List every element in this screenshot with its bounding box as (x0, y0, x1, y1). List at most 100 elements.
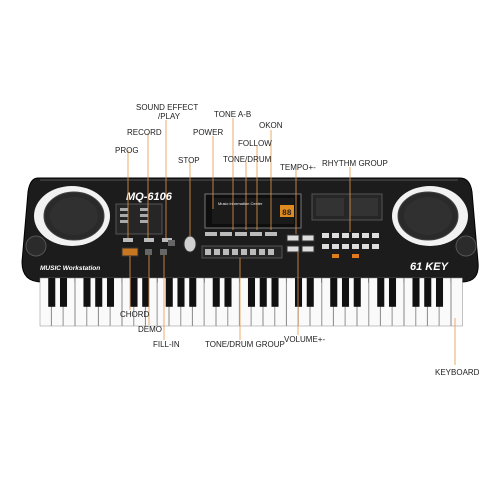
tempo-button[interactable] (301, 234, 315, 242)
tone-drum-button[interactable] (235, 232, 247, 236)
rhythm-button[interactable] (322, 244, 329, 249)
rhythm-button[interactable] (362, 233, 369, 238)
label-record: RECORD (127, 128, 162, 137)
tone-drum-group-button[interactable] (205, 249, 211, 255)
rhythm-button[interactable] (332, 244, 339, 249)
record-button[interactable] (144, 238, 154, 242)
tone-drum-group-button[interactable] (223, 249, 229, 255)
rhythm-panel-text (316, 198, 344, 216)
stop-button[interactable] (183, 235, 197, 253)
tone-drum-group-button[interactable] (268, 249, 274, 255)
tempo-button[interactable] (286, 234, 300, 242)
black-keys (48, 278, 444, 307)
rhythm-button[interactable] (352, 254, 359, 258)
black-key[interactable] (95, 278, 103, 307)
black-key[interactable] (377, 278, 385, 307)
black-key[interactable] (212, 278, 220, 307)
leader-lines (127, 118, 456, 365)
right-grille-icon (455, 235, 477, 257)
label-power: POWER (193, 128, 224, 137)
rhythm-button[interactable] (332, 254, 339, 258)
label-prog: PROG (115, 146, 139, 155)
tone-drum-button[interactable] (250, 232, 262, 236)
black-key[interactable] (353, 278, 361, 307)
black-key[interactable] (59, 278, 68, 307)
play-button[interactable] (168, 240, 175, 246)
black-key[interactable] (388, 278, 397, 307)
black-key[interactable] (412, 278, 420, 307)
rhythm-button[interactable] (332, 233, 339, 238)
label-tone-drum-group: TONE/DRUM GROUP (205, 340, 285, 349)
left-panel-button[interactable] (120, 220, 128, 223)
tone-drum-group-button[interactable] (232, 249, 238, 255)
subtitle-label: MUSIC Workstation (40, 265, 100, 272)
black-key[interactable] (424, 278, 432, 307)
black-key[interactable] (271, 278, 279, 307)
black-key[interactable] (177, 278, 185, 307)
tone-drum-group-button[interactable] (250, 249, 256, 255)
model-label: MQ-6106 (126, 191, 173, 203)
screen-digits: 88 (282, 209, 292, 218)
keys-label: 61 KEY (410, 261, 450, 273)
label-fill-in: FILL-IN (153, 340, 180, 349)
label-sound-effect: SOUND EFFECT (136, 103, 199, 112)
rhythm-button[interactable] (352, 233, 359, 238)
rhythm-button[interactable] (372, 244, 379, 249)
rhythm-panel-text (350, 198, 378, 216)
tone-drum-group-button[interactable] (241, 249, 247, 255)
black-key[interactable] (341, 278, 350, 307)
screen-title: Music information Center (218, 201, 263, 206)
black-key[interactable] (224, 278, 232, 307)
tone-drum-group-button[interactable] (214, 249, 220, 255)
black-key[interactable] (83, 278, 91, 307)
label-volume: VOLUME+- (284, 335, 326, 344)
black-key[interactable] (435, 278, 444, 307)
sound-effect-button[interactable] (162, 238, 172, 242)
left-panel-button[interactable] (120, 214, 128, 217)
left-grille-icon (25, 235, 47, 257)
black-key[interactable] (48, 278, 56, 307)
prog-button[interactable] (123, 238, 133, 242)
black-key[interactable] (106, 278, 115, 307)
volume-button[interactable] (286, 245, 300, 253)
screen-digit-box (280, 205, 294, 217)
rhythm-button[interactable] (322, 233, 329, 238)
rhythm-button[interactable] (342, 233, 349, 238)
label-keyboard: KEYBOARD (435, 368, 480, 377)
black-key[interactable] (247, 278, 256, 307)
volume-button[interactable] (301, 245, 315, 253)
white-keys (39, 277, 463, 327)
left-panel-button[interactable] (140, 220, 148, 223)
rhythm-button[interactable] (362, 244, 369, 249)
label-tone-ab: TONE A-B (214, 110, 252, 119)
demo-button[interactable] (145, 249, 152, 255)
black-key[interactable] (306, 278, 314, 307)
label-chord: CHORD (120, 310, 150, 319)
black-key[interactable] (259, 278, 267, 307)
rhythm-button[interactable] (372, 233, 379, 238)
tone-drum-button[interactable] (205, 232, 217, 236)
tone-drum-button[interactable] (220, 232, 232, 236)
tone-drum-button[interactable] (265, 232, 277, 236)
fill-in-button[interactable] (160, 249, 167, 255)
tone-drum-group-button[interactable] (259, 249, 265, 255)
left-panel-button[interactable] (140, 208, 148, 211)
white-key[interactable] (451, 277, 463, 327)
label-tone-drum: TONE/DRUM (223, 155, 272, 164)
black-key[interactable] (189, 278, 197, 307)
label-stop: STOP (178, 156, 200, 165)
label-rhythm-group: RHYTHM GROUP (322, 159, 388, 168)
black-key[interactable] (130, 278, 138, 307)
left-panel-button[interactable] (140, 214, 148, 217)
rhythm-button[interactable] (342, 244, 349, 249)
chord-button-group[interactable] (121, 247, 139, 257)
black-key[interactable] (165, 278, 173, 307)
black-key[interactable] (330, 278, 338, 307)
left-panel-button[interactable] (120, 208, 128, 211)
rhythm-button[interactable] (352, 244, 359, 249)
label-demo: DEMO (138, 325, 162, 334)
black-key[interactable] (294, 278, 303, 307)
black-key[interactable] (142, 278, 150, 307)
label-okon: OKON (259, 121, 283, 130)
